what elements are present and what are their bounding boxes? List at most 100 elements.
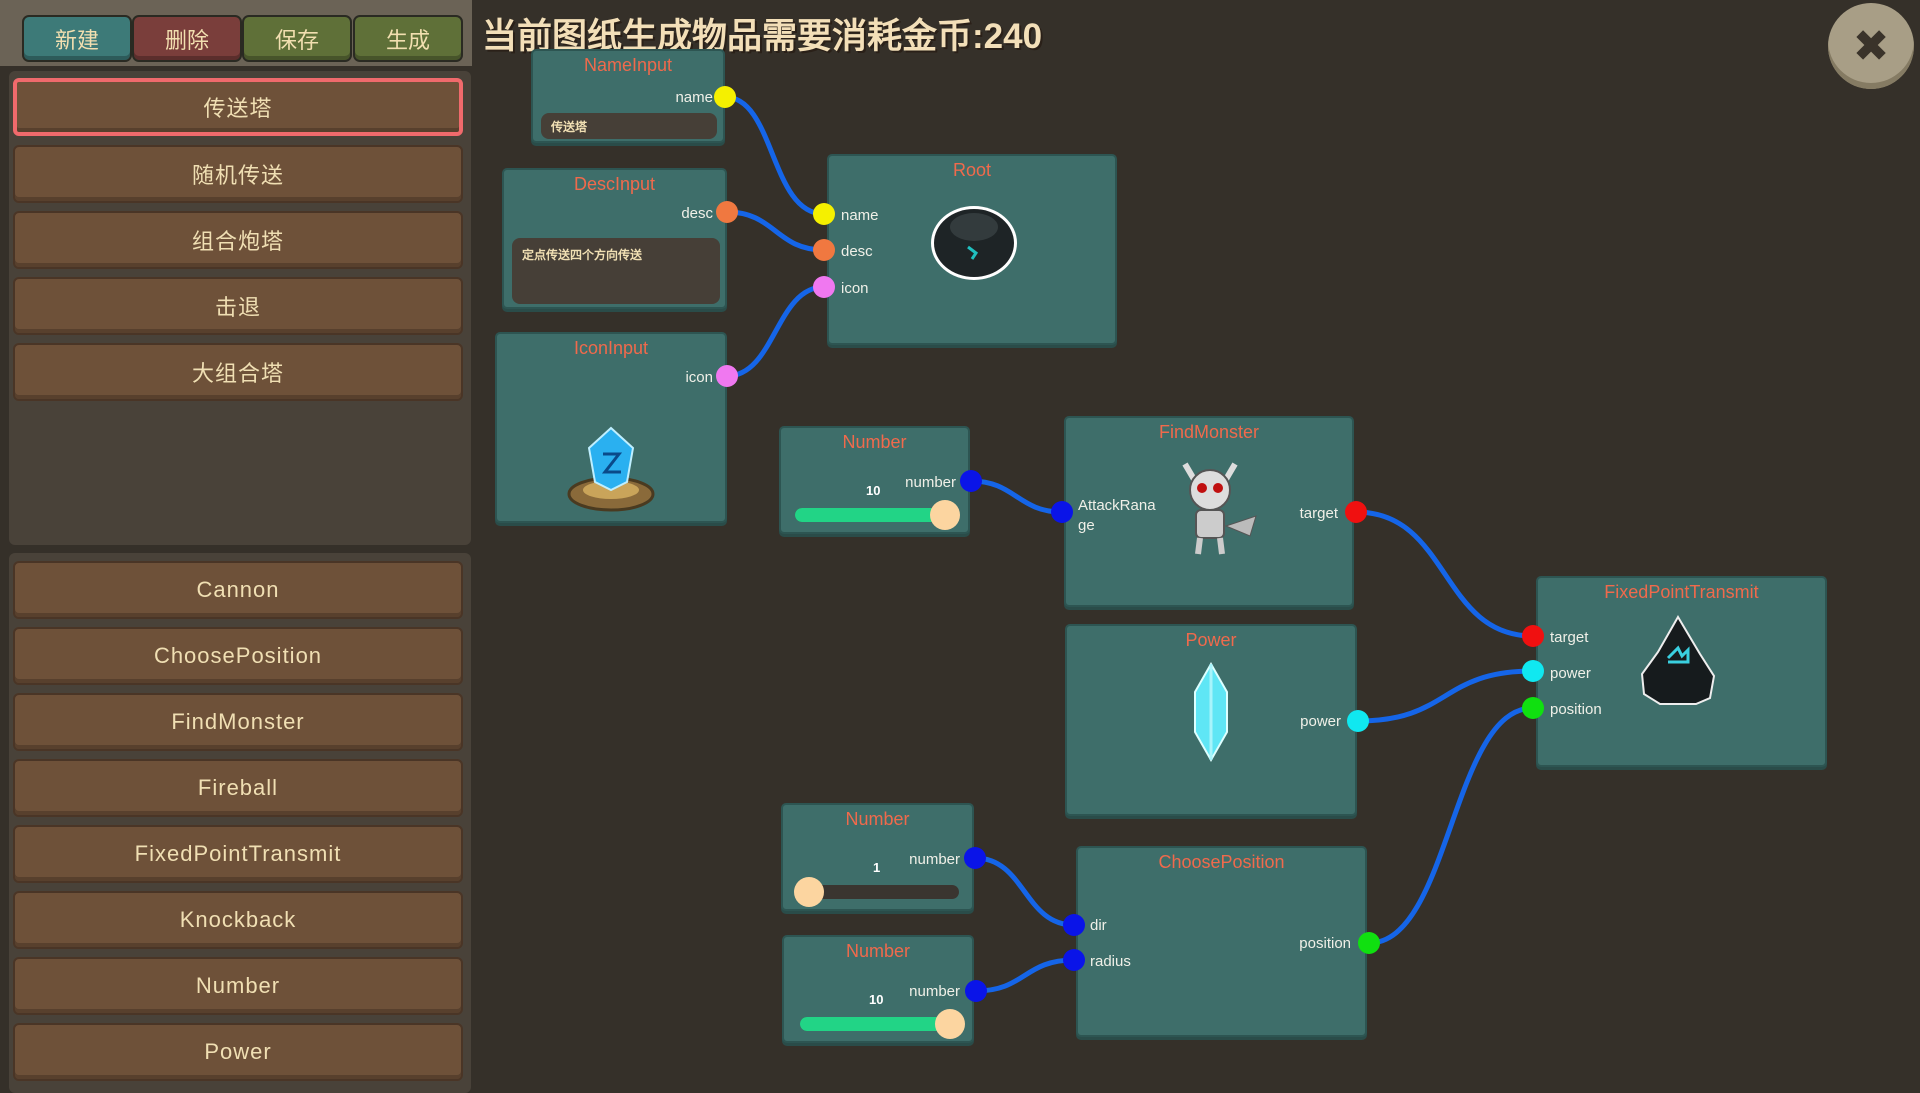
port-label: AttackRana ge bbox=[1078, 497, 1156, 534]
blueprint-item[interactable]: 组合炮塔 bbox=[13, 211, 463, 269]
port-dir-in[interactable] bbox=[1063, 914, 1085, 936]
node-title: Number bbox=[845, 941, 911, 961]
port-label: number bbox=[909, 983, 960, 1000]
port-target-in[interactable] bbox=[1522, 625, 1544, 647]
port-number-out[interactable] bbox=[965, 980, 987, 1002]
port-power-out[interactable] bbox=[1347, 710, 1369, 732]
power-crystal-icon bbox=[1194, 662, 1228, 762]
generate-button[interactable]: 生成 bbox=[353, 15, 463, 62]
wire bbox=[1357, 668, 1534, 724]
wire bbox=[726, 284, 825, 379]
node-title: FixedPointTransmit bbox=[1604, 582, 1759, 602]
node-title: IconInput bbox=[573, 338, 649, 358]
port-label: dir bbox=[1090, 917, 1107, 934]
slider-knob[interactable] bbox=[935, 1009, 965, 1039]
node-title: FindMonster bbox=[1158, 422, 1260, 442]
port-label: icon bbox=[685, 369, 713, 386]
port-label: radius bbox=[1090, 953, 1131, 970]
node-desc-input[interactable]: DescInput desc 定点传送四个方向传送 bbox=[502, 168, 727, 309]
port-label: number bbox=[909, 851, 960, 868]
wire bbox=[975, 957, 1075, 994]
node-type-item[interactable]: Knockback bbox=[13, 891, 463, 949]
transmit-tower-icon bbox=[1640, 615, 1716, 705]
slider-knob[interactable] bbox=[794, 877, 824, 907]
node-number[interactable]: Number number 10 bbox=[779, 426, 970, 534]
node-type-item[interactable]: ChoosePosition bbox=[13, 627, 463, 685]
port-label: number bbox=[905, 474, 956, 491]
port-desc-out[interactable] bbox=[716, 201, 738, 223]
slider-knob[interactable] bbox=[930, 500, 960, 530]
port-label: position bbox=[1299, 935, 1351, 952]
port-label: name bbox=[841, 207, 879, 224]
save-button[interactable]: 保存 bbox=[242, 15, 352, 62]
wire bbox=[1355, 509, 1534, 639]
node-title: NameInput bbox=[583, 55, 673, 75]
wire bbox=[726, 209, 825, 253]
node-type-list: Cannon ChoosePosition FindMonster Fireba… bbox=[9, 553, 471, 1093]
port-root-name[interactable] bbox=[813, 203, 835, 225]
port-icon-out[interactable] bbox=[716, 365, 738, 387]
blueprint-item[interactable]: 击退 bbox=[13, 277, 463, 335]
node-icon-input[interactable]: IconInput icon bbox=[495, 332, 727, 523]
node-title: ChoosePosition bbox=[1158, 852, 1285, 872]
teleport-crystal-icon[interactable] bbox=[563, 424, 659, 520]
number-value: 10 bbox=[869, 992, 884, 1007]
number-value: 10 bbox=[866, 483, 881, 498]
port-label: target bbox=[1299, 505, 1338, 522]
port-number-out[interactable] bbox=[964, 847, 986, 869]
port-label: power bbox=[1550, 665, 1591, 682]
number-slider[interactable] bbox=[795, 500, 960, 530]
delete-button[interactable]: 删除 bbox=[132, 15, 242, 62]
wire bbox=[1368, 705, 1534, 946]
name-input-field[interactable]: 传送塔 bbox=[541, 113, 717, 139]
node-fixed-point-transmit[interactable]: FixedPointTransmit target power position bbox=[1536, 576, 1827, 767]
node-name-input[interactable]: NameInput name 传送塔 bbox=[531, 49, 725, 143]
port-root-desc[interactable] bbox=[813, 239, 835, 261]
node-number[interactable]: Number number 10 bbox=[782, 935, 974, 1043]
port-attack-range[interactable] bbox=[1051, 501, 1073, 523]
skeleton-monster-icon bbox=[1182, 462, 1257, 555]
node-title: Number bbox=[845, 809, 910, 829]
node-root[interactable]: Root name desc icon bbox=[827, 154, 1117, 345]
number-slider[interactable] bbox=[794, 877, 959, 907]
node-title: DescInput bbox=[573, 174, 656, 194]
port-target-out[interactable] bbox=[1345, 501, 1367, 523]
node-number[interactable]: Number number 1 bbox=[781, 803, 974, 911]
tower-base-icon bbox=[931, 206, 1017, 280]
port-position-in[interactable] bbox=[1522, 697, 1544, 719]
port-label: power bbox=[1300, 713, 1341, 730]
blueprint-item[interactable]: 随机传送 bbox=[13, 145, 463, 203]
node-type-item[interactable]: Number bbox=[13, 957, 463, 1015]
port-root-icon[interactable] bbox=[813, 276, 835, 298]
node-type-item[interactable]: FindMonster bbox=[13, 693, 463, 751]
node-title: Power bbox=[1185, 630, 1237, 650]
port-label: name bbox=[675, 89, 713, 106]
port-radius-in[interactable] bbox=[1063, 949, 1085, 971]
node-type-item[interactable]: FixedPointTransmit bbox=[13, 825, 463, 883]
new-button[interactable]: 新建 bbox=[22, 15, 132, 62]
port-name-out[interactable] bbox=[714, 86, 736, 108]
node-title: Root bbox=[952, 160, 992, 180]
wire bbox=[970, 478, 1063, 515]
number-slider[interactable] bbox=[800, 1009, 965, 1039]
close-button[interactable]: ✖ bbox=[1828, 3, 1914, 89]
blueprint-item[interactable]: 传送塔 bbox=[13, 78, 463, 136]
port-label: desc bbox=[681, 205, 713, 222]
blueprint-item[interactable]: 大组合塔 bbox=[13, 343, 463, 401]
desc-input-field[interactable]: 定点传送四个方向传送 bbox=[512, 238, 720, 304]
port-label: target bbox=[1550, 629, 1589, 646]
wire bbox=[724, 94, 825, 217]
node-type-item[interactable]: Fireball bbox=[13, 759, 463, 817]
port-number-out[interactable] bbox=[960, 470, 982, 492]
node-type-item[interactable]: Cannon bbox=[13, 561, 463, 619]
node-title: Number bbox=[842, 432, 907, 452]
close-icon: ✖ bbox=[1852, 21, 1890, 71]
port-position-out[interactable] bbox=[1358, 932, 1380, 954]
blueprint-list: 传送塔 随机传送 组合炮塔 击退 大组合塔 bbox=[9, 71, 471, 545]
node-choose-position[interactable]: ChoosePosition dir radius position bbox=[1076, 846, 1367, 1037]
port-power-in[interactable] bbox=[1522, 660, 1544, 682]
port-label: icon bbox=[841, 280, 869, 297]
node-find-monster[interactable]: FindMonster AttackRana ge target bbox=[1064, 416, 1354, 607]
port-label: position bbox=[1550, 701, 1602, 718]
